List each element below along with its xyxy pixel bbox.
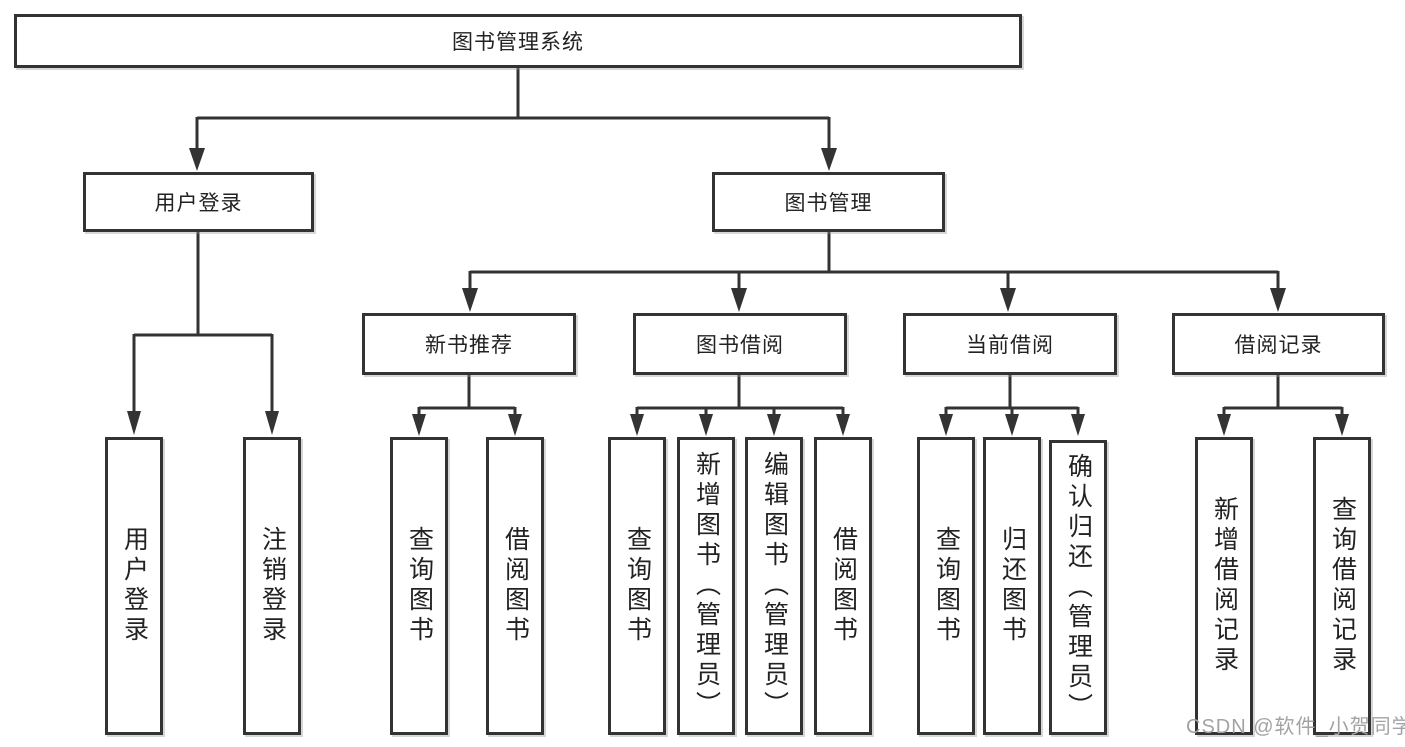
node-login-user-login: 用户登录 [105, 437, 163, 735]
node-current-query-book: 查询图书 [917, 437, 975, 735]
node-borrow-edit-book-admin: 编辑图书（管理员） [745, 437, 803, 735]
node-current-confirm-return-admin: 确认归还（管理员） [1049, 440, 1107, 735]
node-book-management: 图书管理 [712, 172, 945, 232]
node-current-borrow: 当前借阅 [903, 313, 1117, 375]
node-borrow-records: 借阅记录 [1172, 313, 1385, 375]
node-login-logout: 注销登录 [243, 437, 301, 735]
node-recommend-query-book: 查询图书 [390, 437, 448, 735]
csdn-watermark: CSDN @软件_小贺同学 [1186, 716, 1405, 738]
node-records-query-record: 查询借阅记录 [1313, 437, 1371, 735]
node-borrow-borrow-book: 借阅图书 [814, 437, 872, 735]
node-current-return-book: 归还图书 [983, 437, 1041, 735]
node-user-login: 用户登录 [83, 172, 314, 232]
node-library-management-system: 图书管理系统 [14, 14, 1022, 68]
node-recommend-borrow-book: 借阅图书 [486, 437, 544, 735]
node-borrow-add-book-admin: 新增图书（管理员） [677, 437, 735, 735]
node-new-book-recommend: 新书推荐 [362, 313, 576, 375]
node-borrow-query-book: 查询图书 [608, 437, 666, 735]
node-book-borrow: 图书借阅 [633, 313, 847, 375]
node-records-add-record: 新增借阅记录 [1195, 437, 1253, 735]
